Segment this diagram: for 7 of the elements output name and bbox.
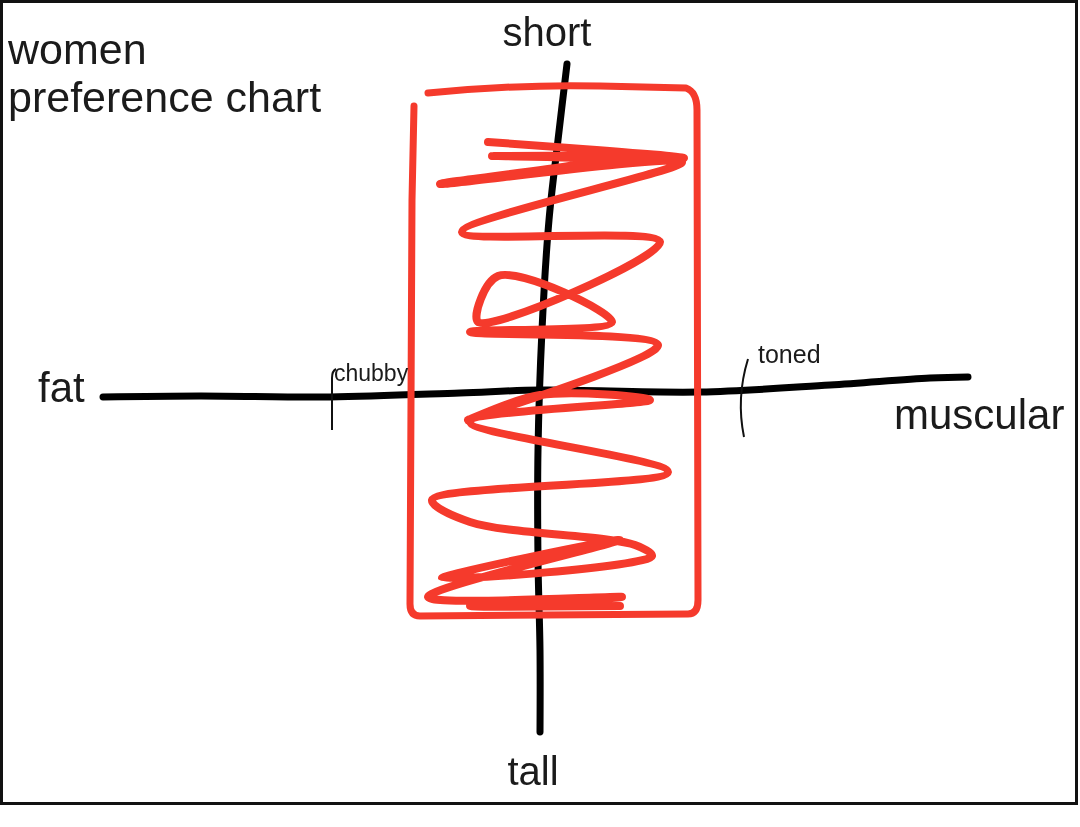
axis-label: muscular [894, 394, 1065, 436]
tick-label: toned [758, 342, 821, 367]
tick-label: chubby [334, 362, 409, 385]
axis-label: fat [38, 367, 85, 409]
chart-title: women preference chart [8, 25, 323, 121]
axis-label: tall [507, 751, 559, 791]
axis-label: short [502, 12, 592, 52]
